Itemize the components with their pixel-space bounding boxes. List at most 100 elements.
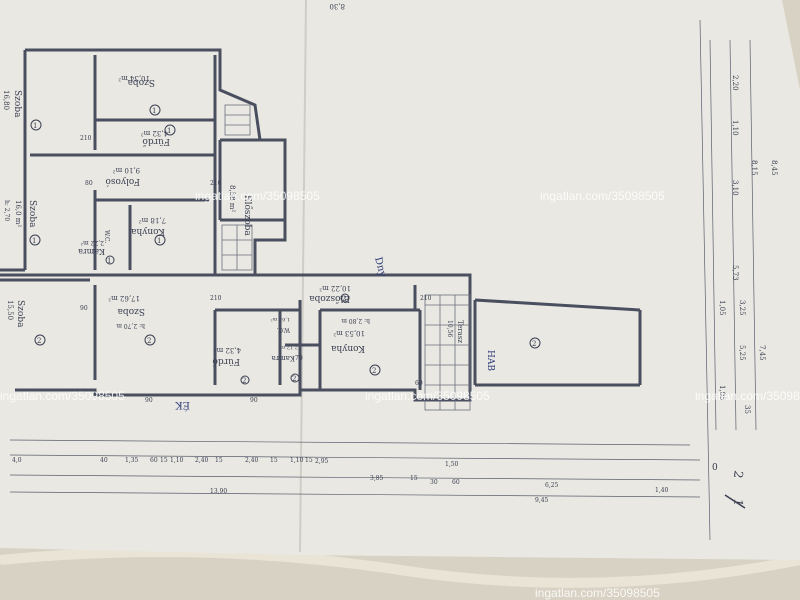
marker-circle	[164, 124, 176, 136]
marker-circle	[340, 293, 350, 303]
room-label: Folyosó	[105, 176, 140, 187]
dimension-line	[9, 439, 691, 446]
room-height: h: 2,80 m	[341, 317, 370, 324]
room-area: 10,22 m²	[319, 284, 351, 292]
room-markers: 1 1 1 1 1 1 2 2 2 2 2 2 2	[29, 104, 541, 385]
room-area: 17,62 m²	[108, 294, 140, 302]
dim-label: 2,20	[731, 75, 739, 91]
room-label: Előszoba	[309, 293, 350, 304]
north-label: 1	[731, 497, 746, 507]
marker-circle	[240, 375, 250, 385]
dim-label: 8,30	[329, 2, 345, 10]
dim-label: 8,15	[750, 160, 758, 176]
dim-label: 2,95	[315, 458, 329, 465]
room-label: Konyha	[330, 343, 365, 353]
stair-grid-cell	[424, 294, 471, 411]
room-label: Szoba	[12, 90, 22, 118]
room-marker: 2	[147, 337, 151, 345]
dim-label: 1,40	[655, 487, 669, 494]
door-mark: 90	[250, 397, 258, 404]
marker-circle	[105, 255, 115, 265]
room-height: h: 2,70	[3, 200, 10, 221]
dim-label: 1,10	[170, 457, 184, 464]
room-marker: 1	[33, 122, 37, 130]
dimension-line	[729, 39, 737, 431]
dim-label: 9,45	[535, 497, 549, 504]
watermark: ingatlan.com/35098505	[195, 189, 320, 203]
door-mark: 210	[210, 295, 222, 302]
door-mark: 210	[420, 295, 432, 302]
dimension-line	[699, 19, 711, 541]
dim-label: 60	[150, 457, 158, 464]
dim-label: 40	[100, 457, 108, 464]
marker-circle	[154, 234, 166, 246]
dim-label: 15	[305, 457, 313, 464]
room-label: Kamra	[78, 247, 105, 256]
dimension-line	[749, 39, 757, 431]
dim-label: 3,10	[731, 180, 739, 196]
room-marker: 1	[152, 107, 156, 115]
watermark: ingatlan.com/35098505	[695, 389, 800, 403]
room-area: 4,32 m²	[141, 129, 168, 137]
room-area: 16,80	[2, 90, 10, 110]
room-label: W.C.	[103, 230, 110, 243]
north-arrow-line	[724, 494, 746, 509]
watermark: ingatlan.com/35098505	[365, 389, 490, 403]
dim-label: 1,35	[125, 457, 139, 464]
room-area: 10,56	[446, 320, 453, 337]
room-marker: 2	[372, 367, 376, 375]
dim-label: 15	[160, 457, 168, 464]
dimension-line	[9, 491, 701, 498]
dim-label: 60	[452, 479, 460, 486]
room-area: 8,58 m²	[228, 185, 236, 212]
door-mark: 90	[80, 305, 88, 312]
dim-label: 30	[430, 479, 438, 486]
room-marker: 2	[292, 375, 296, 383]
room-marker: 1	[32, 237, 36, 245]
room-area: 10,34 m²	[118, 74, 150, 82]
dim-label: 8,45	[770, 160, 778, 176]
room-height: h: 2,70 m	[116, 322, 145, 329]
dim-label: 35	[743, 405, 751, 414]
room-label: Fürdő	[142, 136, 170, 147]
room-label: W.C.	[277, 326, 290, 333]
room-label: Szoba	[15, 300, 25, 328]
room-label: Fürdő	[212, 356, 240, 367]
handwritten-notes: Dny ÉK HAB	[175, 256, 495, 411]
dim-label: 1,05	[718, 300, 726, 316]
dim-label: 5,25	[738, 345, 746, 361]
dimension-line	[9, 474, 701, 481]
handwritten-dny: Dny	[372, 256, 388, 279]
marker-circle	[290, 373, 300, 383]
marker-circle	[29, 234, 41, 246]
dim-label: 13,90	[210, 488, 227, 495]
dim-label: 1,10	[731, 120, 739, 136]
room-area: 7,18 m²	[139, 216, 166, 224]
room-marker: 2	[242, 377, 246, 385]
room-marker: 2	[532, 340, 536, 348]
room-area: 4,32 m²	[214, 346, 241, 354]
dim-label: 1,10	[290, 457, 304, 464]
dim-label: 15	[215, 457, 223, 464]
room-area: 2,22 m²	[80, 239, 104, 246]
room-label: Kamra	[271, 354, 295, 362]
north-label: 0	[712, 463, 718, 473]
door-mark: 90	[145, 397, 153, 404]
door-mark: 80	[85, 180, 93, 187]
room-label: Szoba	[27, 200, 37, 228]
watermarks: ingatlan.com/35098505 ingatlan.com/35098…	[0, 189, 800, 600]
dim-label: 15	[410, 475, 418, 482]
paper-sheet	[0, 0, 800, 560]
dim-label: 6,25	[545, 482, 559, 489]
handwritten-hab: HAB	[485, 350, 495, 371]
room-label: Előszoba	[242, 195, 253, 236]
dim-label: 3,25	[738, 300, 746, 316]
marker-circle	[30, 119, 42, 131]
dim-label: 4,0	[12, 457, 22, 464]
dim-label: 3,85	[370, 475, 384, 482]
dim-label: 1,50	[445, 461, 459, 468]
north-label: 2	[731, 469, 746, 479]
marker-circle	[34, 334, 46, 346]
dim-label: 2,40	[195, 457, 209, 464]
